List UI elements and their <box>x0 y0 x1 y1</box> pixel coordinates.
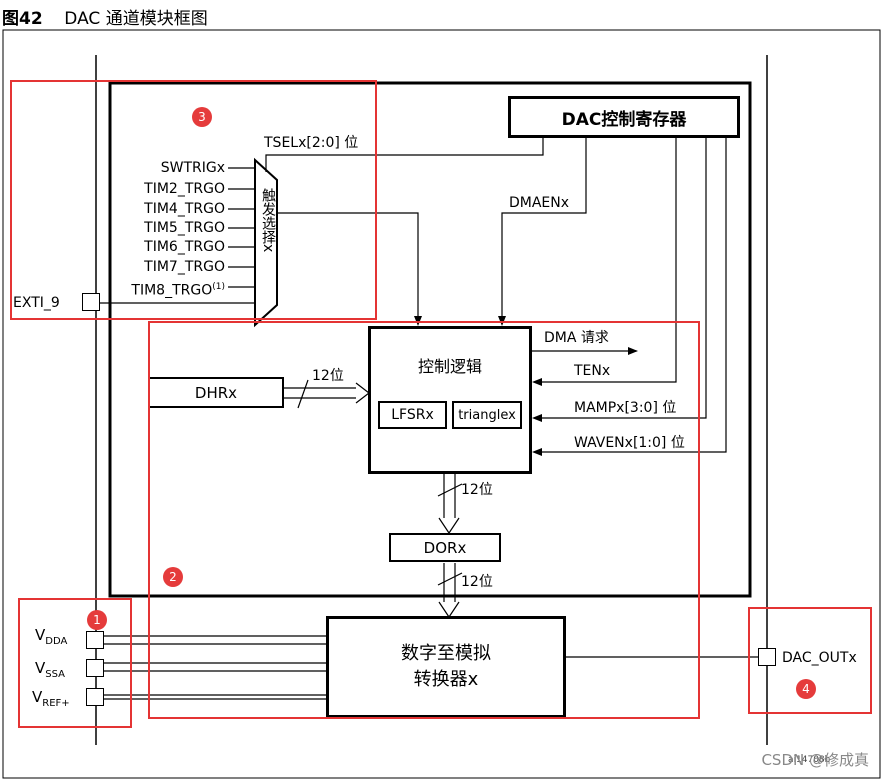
badge-1: 1 <box>87 610 107 630</box>
dac-control-register: DAC控制寄存器 <box>508 96 740 138</box>
dac-control-register-label: DAC控制寄存器 <box>561 109 687 130</box>
waven-line <box>540 138 727 453</box>
exti-label: EXTI_9 <box>13 295 60 311</box>
trigger-input-0: SWTRIGx <box>160 160 225 176</box>
vdda-pad <box>86 631 104 649</box>
lfsr-label: LFSRx <box>391 407 434 423</box>
dor-register: DORx <box>389 533 501 562</box>
trigger-input-6: TIM8_TRGO(1) <box>131 282 225 299</box>
exti-pad <box>82 293 100 311</box>
highlight-region-2 <box>148 321 700 719</box>
watermark: CSDN @修成真 <box>761 751 869 769</box>
converter-line1: 数字至模拟 <box>401 643 491 664</box>
figure-number: 图42 <box>2 9 43 29</box>
triangle-label: trianglex <box>458 407 516 423</box>
vssa-pad <box>86 659 104 677</box>
trigger-input-2: TIM4_TRGO <box>144 201 225 217</box>
converter-line2: 转换器x <box>413 669 479 690</box>
da-converter: 数字至模拟 转换器x <box>326 616 566 718</box>
ten-label: TENx <box>574 363 611 379</box>
badge-2: 2 <box>163 567 183 587</box>
dmaen-line <box>501 138 587 318</box>
highlight-region-1 <box>18 598 132 728</box>
highlight-region-3 <box>10 80 377 320</box>
ten-line <box>540 138 677 383</box>
badge-4: 4 <box>796 679 816 699</box>
vref-label: VREF+ <box>32 688 70 709</box>
tsel-line <box>265 138 544 172</box>
mamp-label: MAMPx[3:0] 位 <box>574 400 677 416</box>
power-pin-lines <box>104 635 328 700</box>
dma-request-arrow <box>628 347 638 355</box>
tsel-label: TSELx[2:0] 位 <box>264 135 359 151</box>
dor-label: DORx <box>423 538 467 557</box>
tim8-footnote: (1) <box>212 282 225 292</box>
vssa-label: VSSA <box>35 659 65 680</box>
dor-conv-bits-label: 12位 <box>461 574 493 590</box>
dhr-label: DHRx <box>194 383 238 402</box>
trigger-mux-shape <box>254 157 278 328</box>
outer-frame <box>2 29 881 779</box>
lfsr-box: LFSRx <box>378 401 447 429</box>
figure-title: DAC 通道模块框图 <box>64 9 208 29</box>
trigger-input-1: TIM2_TRGO <box>144 181 225 197</box>
trigger-input-4: TIM6_TRGO <box>144 239 225 255</box>
trigger-input-lines <box>100 167 256 304</box>
trigger-input-3: TIM5_TRGO <box>144 220 225 236</box>
dmaen-label: DMAENx <box>509 195 570 211</box>
dac-main-block <box>108 81 752 598</box>
control-logic-label: 控制逻辑 <box>417 357 482 376</box>
trigger-selector-label: 触发选择x <box>260 188 276 253</box>
dac-out-pad <box>758 648 776 666</box>
dac-out-label: DAC_OUTx <box>782 650 857 666</box>
control-logic-block: 控制逻辑 <box>368 326 532 474</box>
waven-label: WAVENx[1:0] 位 <box>574 435 685 451</box>
logic-dor-bits-label: 12位 <box>461 482 493 498</box>
figure-caption: 图42 DAC 通道模块框图 <box>2 4 208 29</box>
vdda-label: VDDA <box>35 626 68 647</box>
mamp-line <box>540 138 707 419</box>
dhr-bits-label: 12位 <box>312 368 344 384</box>
triangle-box: trianglex <box>452 401 522 429</box>
trigger-input-5: TIM7_TRGO <box>144 259 225 275</box>
highlight-region-4 <box>748 607 872 714</box>
dhr-bus-arrow <box>283 379 370 409</box>
dma-request-label: DMA 请求 <box>544 330 609 346</box>
vref-pad <box>86 688 104 706</box>
mux-output-line <box>277 212 419 318</box>
badge-3: 3 <box>192 107 212 127</box>
figure-code: ai14708b <box>788 755 831 765</box>
dhr-register: DHRx <box>148 377 284 408</box>
